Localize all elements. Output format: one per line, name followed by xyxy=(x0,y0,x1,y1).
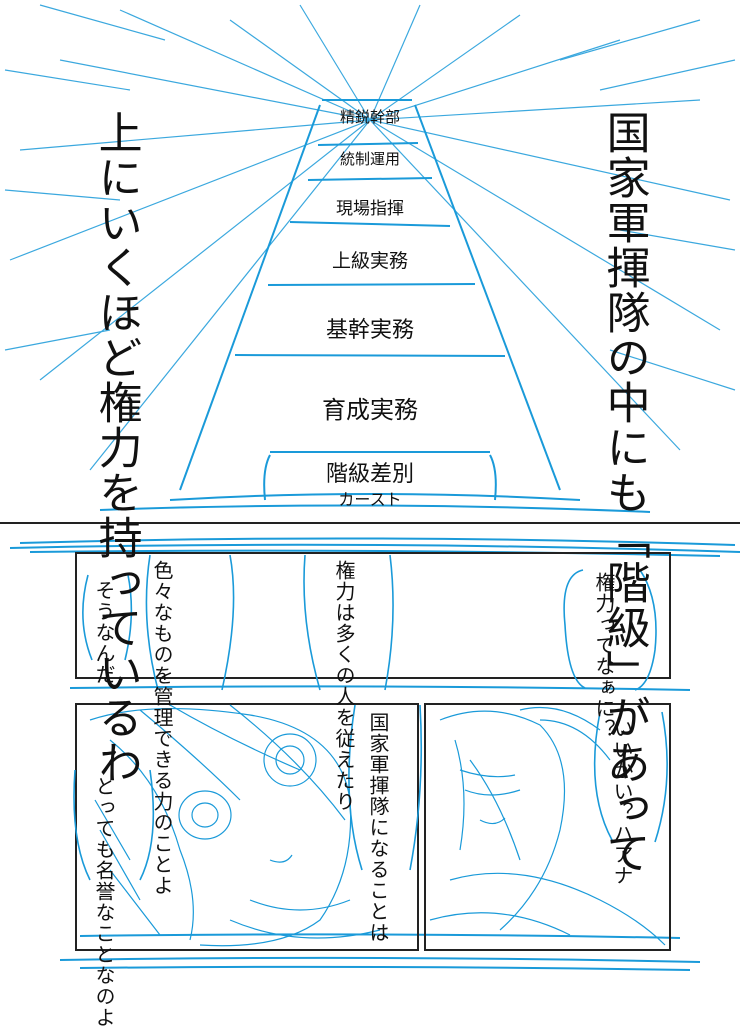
character-sketch-right xyxy=(429,706,666,946)
caption-power-upward: 上にいくほど権力を持っているわ xyxy=(90,110,142,785)
pyramid-tier-2: 統制運用 xyxy=(339,150,401,168)
pyramid-base-ruby: カースト xyxy=(338,490,402,509)
pyramid-tier-6: 育成実務 xyxy=(322,396,418,424)
speech-bubble-3: 色々なものを管理できる力のことよ xyxy=(150,560,174,896)
pyramid-tier-1: 精鋭幹部 xyxy=(339,108,401,126)
speech-bubble-1: 権力ってなぁに？ xyxy=(592,572,616,740)
pyramid-tier-5: 基幹実務 xyxy=(325,318,415,343)
speech-bubble-2: 権力は多くの人を従えたり xyxy=(332,560,356,812)
pyramid-tier-3: 現場指揮 xyxy=(336,199,404,219)
speech-bubble-4: そうなんだ xyxy=(92,580,116,685)
speed-lines xyxy=(4,4,736,471)
caption-class-exists: 国家軍揮隊の中にも「階級」があって xyxy=(598,110,650,875)
speech-bubble-7: いいかい？ハアナ xyxy=(610,718,634,886)
pyramid-tier-4: 上級実務 xyxy=(331,250,409,272)
speech-bubble-5: 国家軍揮隊になることは xyxy=(366,712,390,943)
character-sketch-left xyxy=(89,704,381,947)
pyramid-sketch xyxy=(99,99,651,513)
panel-borders xyxy=(0,522,740,951)
speech-bubble-6: とっても名誉なことなのよ xyxy=(92,776,116,1028)
speech-bubbles-sketch xyxy=(73,554,668,881)
pyramid-tier-7: 階級差別 xyxy=(325,462,415,487)
